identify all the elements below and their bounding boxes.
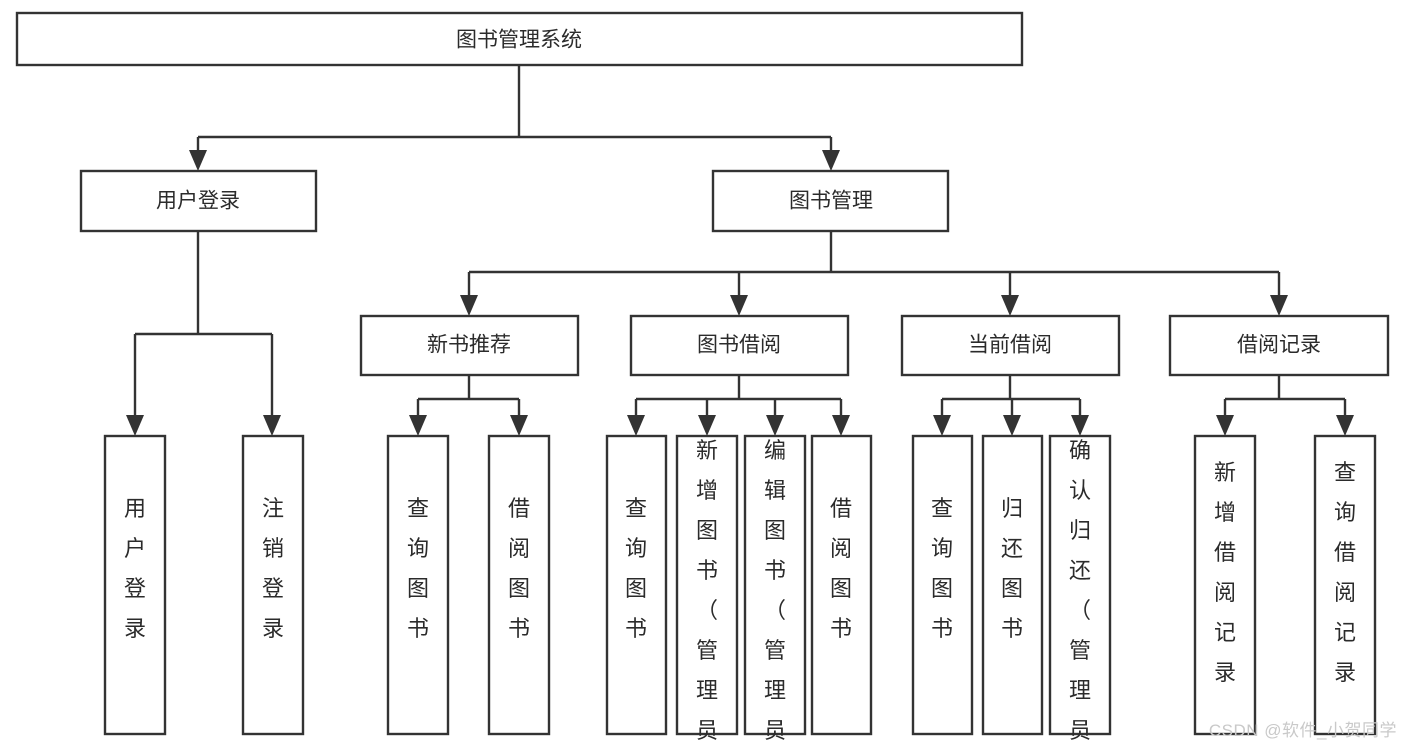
node-new-book-recommend-label: 新书推荐 xyxy=(427,334,511,357)
leaf-query-book-borrow-label: 查询图书 xyxy=(625,496,647,641)
leaf-return-book-box[interactable] xyxy=(981,434,1044,736)
leaf-confirm-return-label: 确认归还（管理员） xyxy=(1069,438,1091,747)
arrow-head-user-login xyxy=(189,150,207,171)
arrow-head-leaf-logout xyxy=(263,415,281,436)
leaf-edit-book-label: 编辑图书（管理员） xyxy=(764,438,786,747)
node-borrow-record-box[interactable] xyxy=(1168,314,1390,377)
leaf-logout-box[interactable] xyxy=(241,434,305,736)
node-book-manage-box[interactable] xyxy=(711,169,950,233)
arrow-head-leaf-return-book xyxy=(1003,415,1021,436)
node-borrow-record[interactable]: 借阅记录 xyxy=(1168,314,1390,377)
connectors-current-borrow-to-leaves xyxy=(933,375,1089,436)
node-book-borrow-box[interactable] xyxy=(629,314,850,377)
arrow-head-leaf-add-record xyxy=(1216,415,1234,436)
leaf-user-login-box[interactable] xyxy=(103,434,167,736)
leaf-query-book-borrow-box[interactable] xyxy=(605,434,668,736)
node-borrow-record-label: 借阅记录 xyxy=(1237,334,1321,357)
node-book-borrow-label: 图书借阅 xyxy=(697,334,781,357)
arrow-head-leaf-borrow-book-1 xyxy=(510,415,528,436)
node-current-borrow[interactable]: 当前借阅 xyxy=(900,314,1121,377)
leaf-borrow-book-recommend-box[interactable] xyxy=(487,434,551,736)
arrow-head-leaf-query-book-3 xyxy=(933,415,951,436)
leaf-logout-label: 注销登录 xyxy=(262,496,284,641)
leaf-query-record-box[interactable] xyxy=(1313,434,1377,736)
leaf-add-book-label: 新增图书（管理员） xyxy=(696,438,718,747)
leaf-borrow-book-box[interactable] xyxy=(810,434,873,736)
arrow-head-leaf-query-book-2 xyxy=(627,415,645,436)
node-new-book-recommend-box[interactable] xyxy=(359,314,580,377)
leaf-query-book-current-label: 查询图书 xyxy=(931,496,953,641)
node-book-borrow[interactable]: 图书借阅 xyxy=(629,314,850,377)
leaf-add-record-box[interactable] xyxy=(1193,434,1257,736)
arrow-head-leaf-query-record xyxy=(1336,415,1354,436)
arrow-head-leaf-user-login xyxy=(126,415,144,436)
connectors-book-manage-to-level3 xyxy=(460,231,1288,316)
node-new-book-recommend[interactable]: 新书推荐 xyxy=(359,314,580,377)
arrow-head-leaf-borrow-book-2 xyxy=(832,415,850,436)
leaf-node-query-record[interactable]: 查询借阅记录 xyxy=(1313,434,1377,736)
node-book-manage[interactable]: 图书管理 xyxy=(711,169,950,233)
leaf-borrow-book-label: 借阅图书 xyxy=(830,496,852,641)
leaf-add-book-box[interactable] xyxy=(675,434,739,736)
leaf-add-record-label: 新增借阅记录 xyxy=(1214,460,1236,685)
connectors-root-to-level2 xyxy=(189,65,840,171)
leaf-node-borrow-book-recommend[interactable]: 借阅图书 xyxy=(487,434,551,736)
arrow-head-book-manage xyxy=(822,150,840,171)
csdn-watermark: CSDN @软件_小贺同学 xyxy=(1208,721,1397,740)
connectors-user-login-to-leaves xyxy=(126,231,281,436)
leaf-node-confirm-return[interactable]: 确认归还（管理员） xyxy=(1048,434,1112,747)
leaf-query-record-label: 查询借阅记录 xyxy=(1334,460,1356,685)
arrow-head-leaf-add-book xyxy=(698,415,716,436)
node-book-manage-label: 图书管理 xyxy=(789,190,873,213)
leaf-node-user-login[interactable]: 用户登录 xyxy=(103,434,167,736)
leaf-node-return-book[interactable]: 归还图书 xyxy=(981,434,1044,736)
leaf-confirm-return-box[interactable] xyxy=(1048,434,1112,736)
arrow-head-book-borrow xyxy=(730,295,748,316)
node-user-login-label: 用户登录 xyxy=(156,190,240,213)
leaf-user-login-label: 用户登录 xyxy=(124,496,146,641)
node-user-login[interactable]: 用户登录 xyxy=(79,169,318,233)
arrow-head-leaf-confirm-return xyxy=(1071,415,1089,436)
leaf-query-book-recommend-box[interactable] xyxy=(386,434,450,736)
leaf-borrow-book-recommend-label: 借阅图书 xyxy=(508,496,530,641)
connectors-new-book-to-leaves xyxy=(409,375,528,436)
node-root[interactable]: 图书管理系统 xyxy=(15,11,1024,67)
connectors-book-borrow-to-leaves xyxy=(627,375,850,436)
arrow-head-borrow-record xyxy=(1270,295,1288,316)
connectors-borrow-record-to-leaves xyxy=(1216,375,1354,436)
leaf-node-logout[interactable]: 注销登录 xyxy=(241,434,305,736)
node-root-box[interactable] xyxy=(15,11,1024,67)
leaf-node-add-book[interactable]: 新增图书（管理员） xyxy=(675,434,739,747)
leaf-node-query-book-recommend[interactable]: 查询图书 xyxy=(386,434,450,736)
leaf-query-book-recommend-label: 查询图书 xyxy=(407,496,429,641)
leaf-node-query-book-borrow[interactable]: 查询图书 xyxy=(605,434,668,736)
leaf-node-edit-book[interactable]: 编辑图书（管理员） xyxy=(743,434,807,747)
leaf-query-book-current-box[interactable] xyxy=(911,434,974,736)
node-root-label: 图书管理系统 xyxy=(456,29,582,52)
node-user-login-box[interactable] xyxy=(79,169,318,233)
leaf-node-query-book-current[interactable]: 查询图书 xyxy=(911,434,974,736)
arrow-head-leaf-edit-book xyxy=(766,415,784,436)
arrow-head-new-book xyxy=(460,295,478,316)
leaf-node-add-record[interactable]: 新增借阅记录 xyxy=(1193,434,1257,736)
node-current-borrow-label: 当前借阅 xyxy=(968,334,1052,357)
leaf-return-book-label: 归还图书 xyxy=(1001,496,1023,641)
arrow-head-leaf-query-book-1 xyxy=(409,415,427,436)
arrow-head-current-borrow xyxy=(1001,295,1019,316)
leaf-edit-book-box[interactable] xyxy=(743,434,807,736)
node-current-borrow-box[interactable] xyxy=(900,314,1121,377)
leaf-node-borrow-book[interactable]: 借阅图书 xyxy=(810,434,873,736)
